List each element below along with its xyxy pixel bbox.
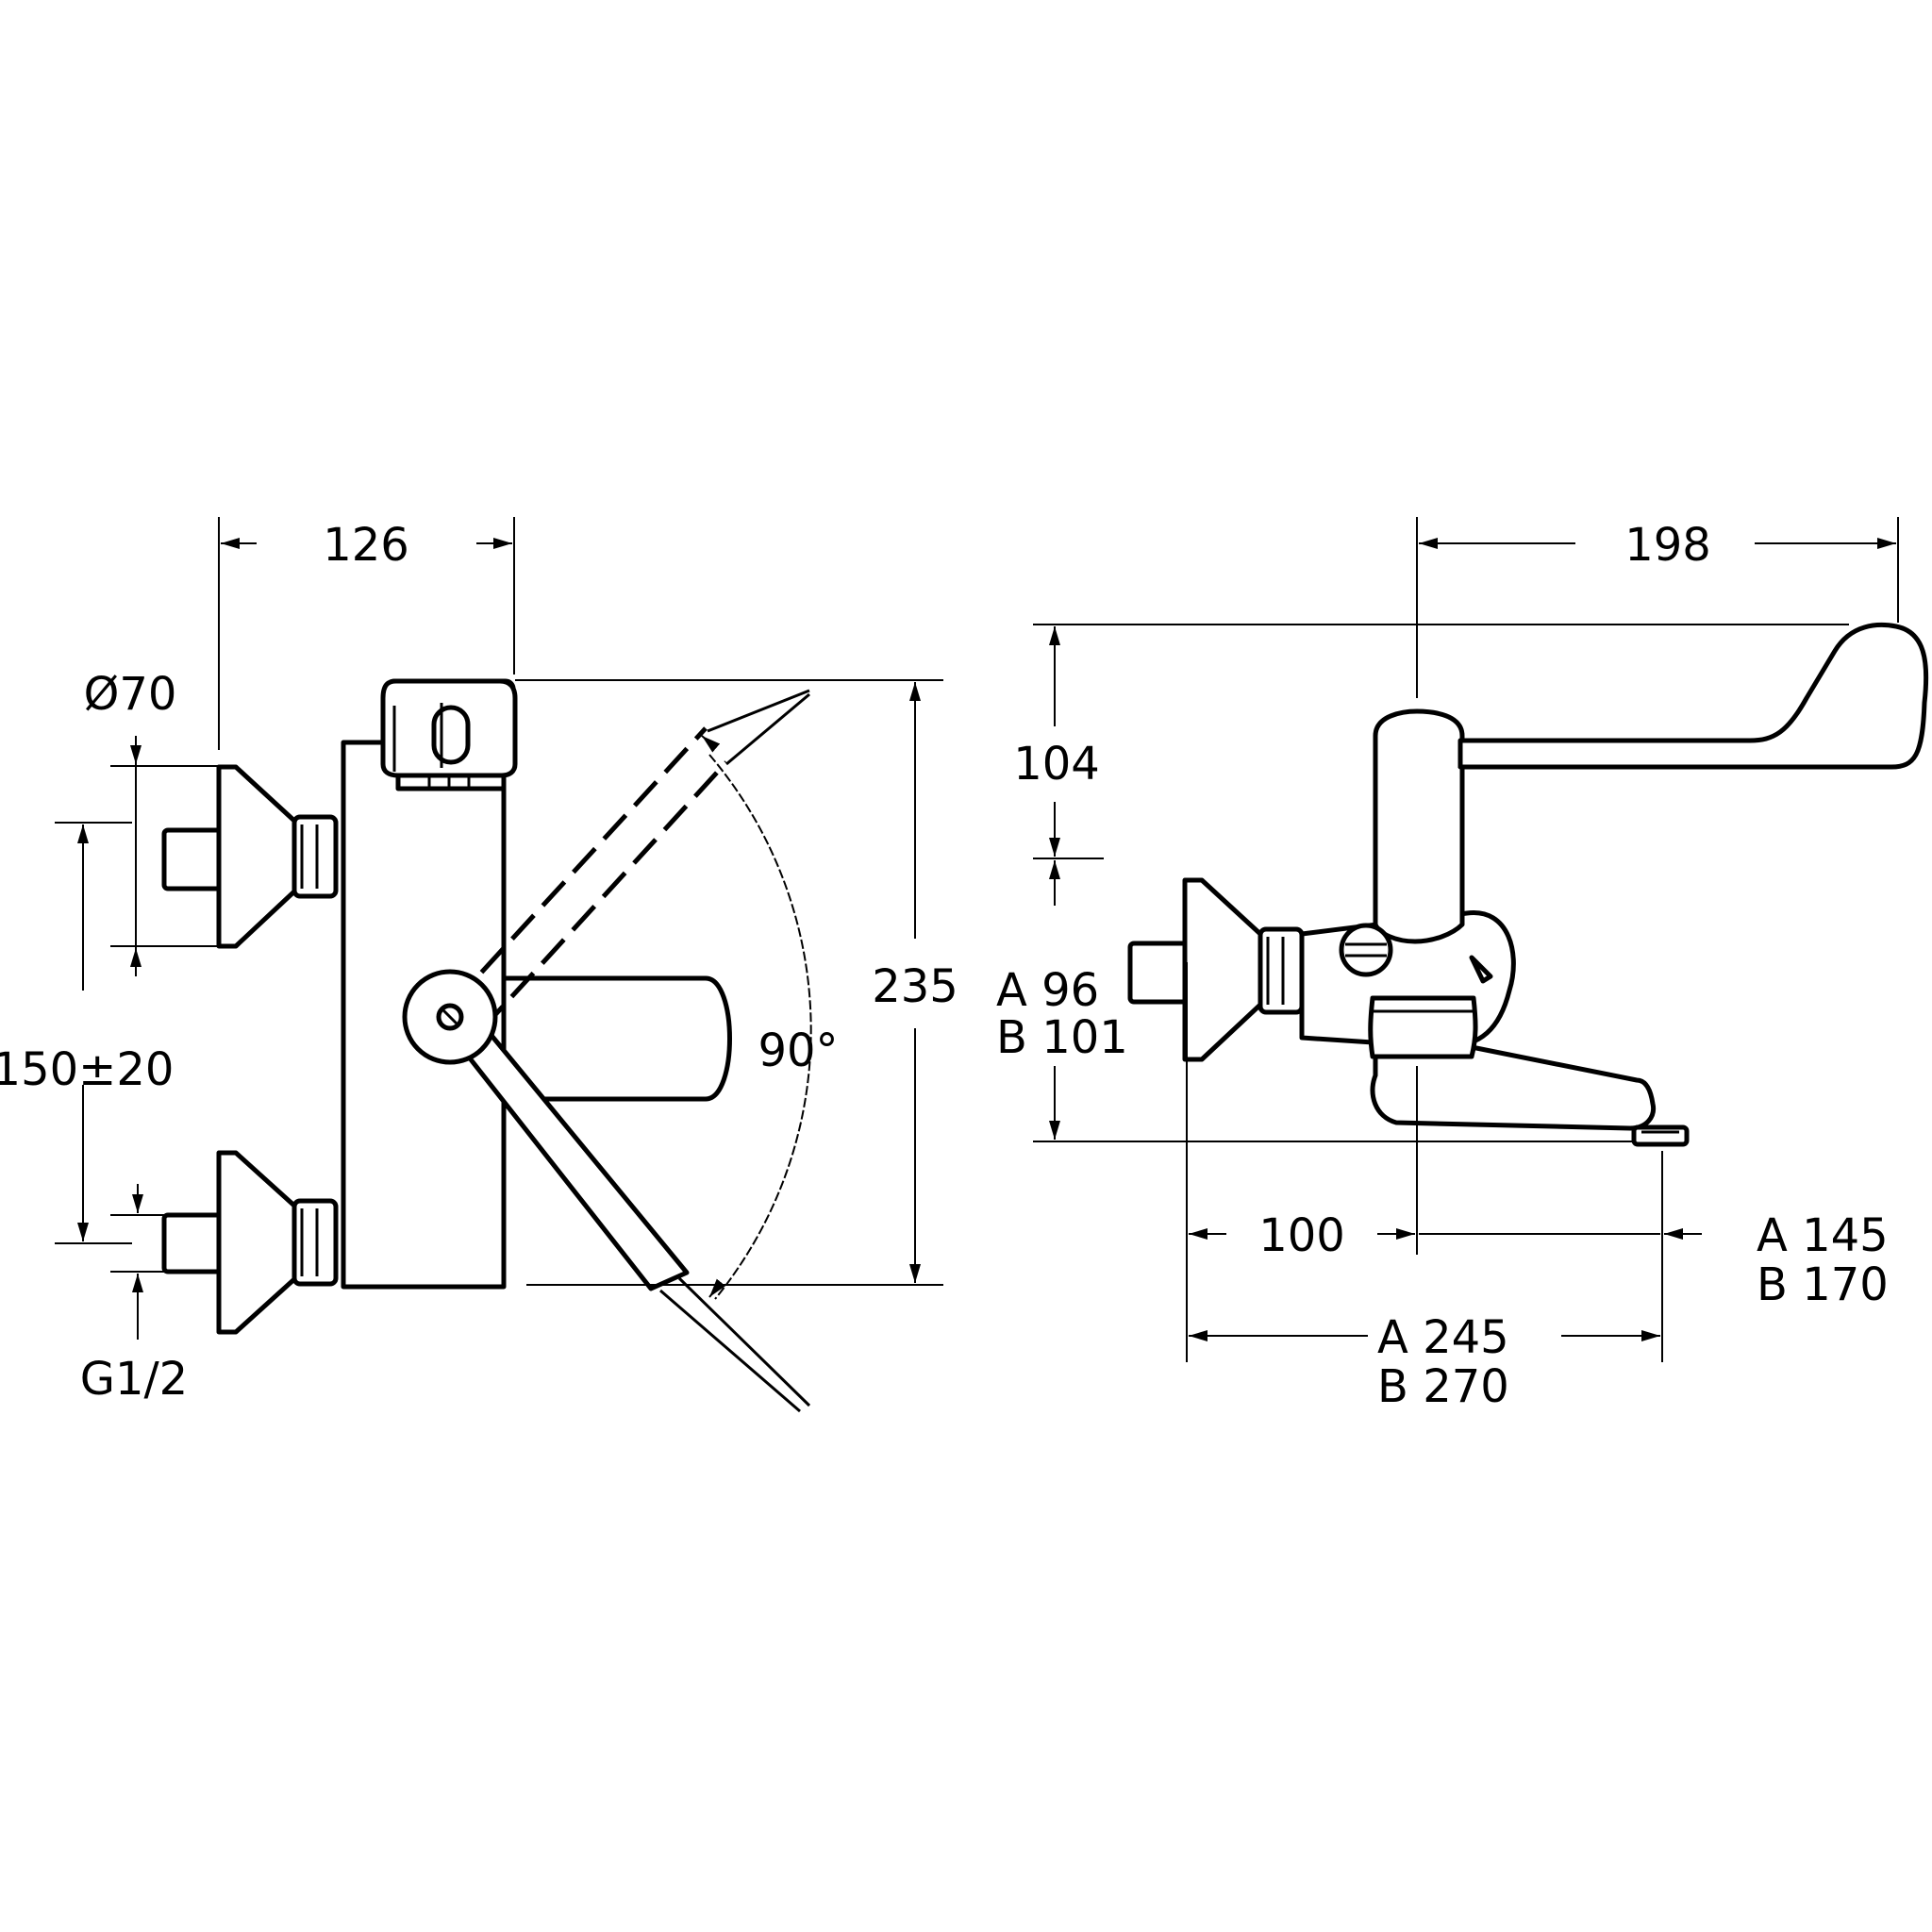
lever-open-position (449, 726, 708, 1008)
reach-dimension: 198 (1416, 517, 1899, 698)
total-reach-a-label: A 245 (1377, 1311, 1509, 1364)
spacing-dimension: 150±20 (0, 822, 174, 1244)
wall-to-axis-dimension: 100 A 145 B 170 (1186, 962, 1889, 1362)
diameter-dim-label: Ø70 (84, 668, 177, 721)
thread-dimension: G1/2 (80, 1184, 188, 1406)
diameter-dimension (110, 736, 219, 976)
axis-to-outlet-a-label: A 145 (1757, 1209, 1889, 1262)
axis-to-outlet-b-label: B 170 (1757, 1258, 1889, 1311)
front-view: 126 Ø70 150±20 G1/2 (0, 517, 958, 1413)
height-dim-label: 235 (872, 960, 958, 1013)
bottom-height-dimension: A 96 B 101 (996, 860, 1637, 1142)
spacing-dim-label: 150±20 (0, 1043, 174, 1096)
thread-dim-label: G1/2 (80, 1353, 188, 1406)
side-lever (1457, 622, 1929, 770)
side-screw (1339, 923, 1393, 977)
top-height-dim-label: 104 (1013, 738, 1100, 791)
lower-inlet (161, 1150, 339, 1335)
height-dimension: 235 (515, 679, 958, 1286)
wall-to-axis-label: 100 (1258, 1209, 1345, 1262)
bottom-height-a-label: A 96 (996, 964, 1099, 1017)
lever-handle (501, 975, 732, 1102)
width-dim-label: 126 (323, 519, 409, 572)
reach-dim-label: 198 (1624, 519, 1711, 572)
angle-dimension: 90° (701, 735, 839, 1300)
upper-inlet (161, 764, 339, 949)
top-height-dimension: 104 (1013, 624, 1849, 859)
total-reach-b-label: B 270 (1377, 1360, 1509, 1413)
angle-dim-label: 90° (758, 1024, 838, 1077)
cartridge-housing (380, 678, 518, 791)
total-reach-dimension: A 245 B 270 (1189, 1311, 1660, 1413)
side-view: 198 104 A 96 B 101 (996, 517, 1929, 1413)
side-cartridge (1373, 708, 1465, 944)
bottom-height-b-label: B 101 (996, 1011, 1128, 1064)
side-inlet (1127, 877, 1305, 1062)
width-dimension: 126 (218, 517, 515, 750)
